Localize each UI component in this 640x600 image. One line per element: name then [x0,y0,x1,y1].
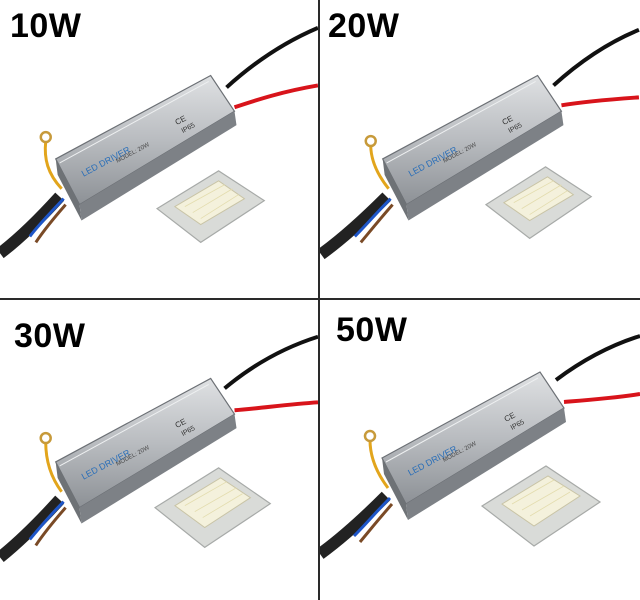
led-chip [480,465,602,547]
product-photo: LED DRIVER MODEL: 20W CE IP65 [0,25,318,259]
panel-30w: LED DRIVER MODEL: 20W CE IP65 30W [0,300,318,600]
led-chip [484,166,593,240]
wire-red [234,400,318,413]
wire-bundle [320,429,394,559]
product-photo: LED DRIVER MODEL: 20W CE IP65 [320,27,640,260]
wire-black [225,25,318,89]
wire-red [561,95,640,108]
product-photo: LED DRIVER MODEL: 20W CE IP65 [0,334,318,562]
panel-50w: LED DRIVER MODEL: 20W CE IP65 50W [320,300,640,600]
wire-black [223,334,318,390]
led-driver: LED DRIVER MODEL: 20W CE IP65 [54,377,237,524]
wattage-label: 20W [328,7,400,45]
panel-10w: LED DRIVER MODEL: 20W CE IP65 10W [0,0,318,298]
wire-bundle [320,134,394,260]
wattage-label: 30W [14,317,86,355]
wire-bundle [0,130,67,259]
led-driver: LED DRIVER MODEL: 20W CE IP65 [381,74,564,221]
led-chip [153,467,272,549]
panel-20w: LED DRIVER MODEL: 20W CE IP65 20W [320,0,640,298]
product-photo: LED DRIVER MODEL: 20W CE IP65 [320,334,640,559]
wattage-label: 10W [10,7,82,45]
wire-red [233,83,318,110]
led-chip [155,170,266,244]
led-driver: LED DRIVER MODEL: 20W CE IP65 [54,74,237,221]
wire-black [554,334,640,382]
wire-black [552,27,640,87]
led-driver: LED DRIVER MODEL: 20W CE IP65 [381,371,566,520]
wire-red [563,392,640,404]
wire-bundle [0,431,67,562]
wattage-label: 50W [336,311,408,349]
